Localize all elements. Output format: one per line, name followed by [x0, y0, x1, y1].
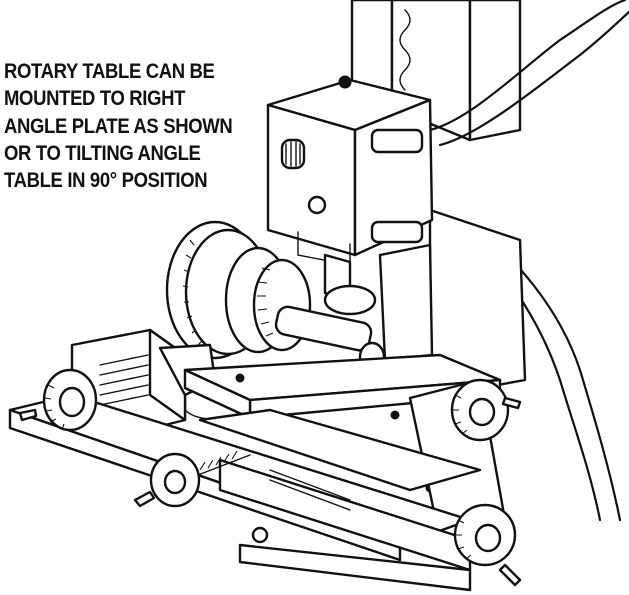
handwheel-right-lower — [453, 503, 522, 587]
cross-slide — [8, 393, 482, 592]
rotary-table-caption: ROTARY TABLE CAN BE MOUNTED TO RIGHT ANG… — [4, 58, 236, 194]
caption-line-5: TABLE IN 90° POSITION — [4, 168, 208, 193]
handwheel-left-motor — [18, 368, 98, 432]
caption-line-1: ROTARY TABLE CAN BE — [4, 59, 215, 83]
handwheel-front-left — [133, 450, 251, 508]
motor-head — [266, 75, 434, 266]
caption-line-4: OR TO TILTING ANGLE — [4, 140, 201, 165]
handwheel-right-upper — [450, 378, 522, 442]
caption-line-2: MOUNTED TO RIGHT — [4, 86, 186, 111]
angle-plate — [183, 353, 507, 542]
caption-line-3: ANGLE PLATE AS SHOWN — [4, 113, 233, 138]
rotary-table — [165, 220, 408, 398]
